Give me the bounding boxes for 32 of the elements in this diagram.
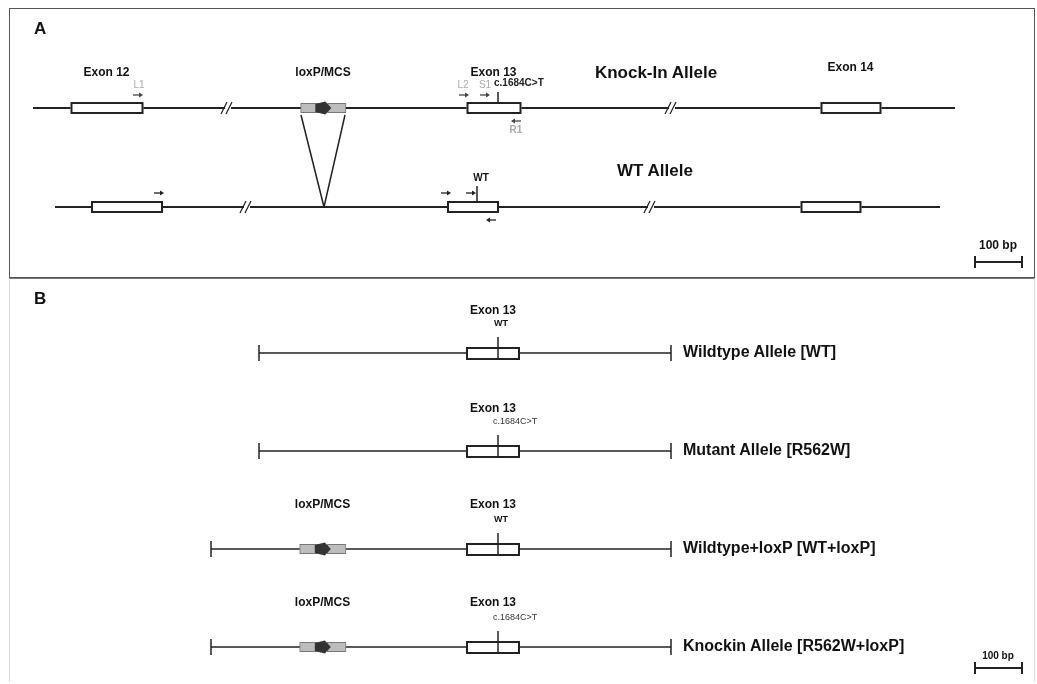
primer-label: L2 xyxy=(457,79,469,90)
scale-label: 100 bp xyxy=(979,239,1017,253)
exon-label: Exon 14 xyxy=(827,60,874,74)
allele-title: Mutant Allele [R562W] xyxy=(683,441,851,459)
allele-title: Wildtype Allele [WT] xyxy=(683,343,837,361)
mutation-label: c.1684C>T xyxy=(493,417,538,427)
cassette-label: loxP/MCS xyxy=(294,595,351,609)
exon-label: Exon 13 xyxy=(470,401,516,415)
primer-label: L1 xyxy=(133,79,145,90)
exon-label: Exon 13 xyxy=(470,65,517,79)
mutation-label: WT xyxy=(494,515,508,525)
mutation-label: WT xyxy=(494,319,508,329)
mutation-label: WT xyxy=(473,172,489,183)
panel-letter: B xyxy=(34,289,47,309)
panel-frame xyxy=(9,278,1035,682)
mutation-label: c.1684C>T xyxy=(493,613,538,623)
exon-label: Exon 12 xyxy=(83,65,130,79)
exon-label: Exon 13 xyxy=(470,497,516,511)
cassette-label: loxP/MCS xyxy=(294,497,351,511)
panel-letter: A xyxy=(34,19,47,39)
mutation-label: c.1684C>T xyxy=(494,77,544,88)
primer-label: R1 xyxy=(509,124,523,135)
cassette-label: loxP/MCS xyxy=(295,65,351,79)
scale-label: 100 bp xyxy=(982,650,1014,661)
exon-label: Exon 13 xyxy=(470,303,516,317)
primer-label: S1 xyxy=(478,79,492,90)
exon-label: Exon 13 xyxy=(470,595,516,609)
allele-title: WT Allele xyxy=(617,162,693,181)
allele-title: Knockin Allele [R562W+loxP] xyxy=(683,637,905,655)
allele-title: Knock-In Allele xyxy=(594,64,718,83)
panel-frame xyxy=(9,8,1035,278)
allele-title: Wildtype+loxP [WT+loxP] xyxy=(683,539,876,557)
